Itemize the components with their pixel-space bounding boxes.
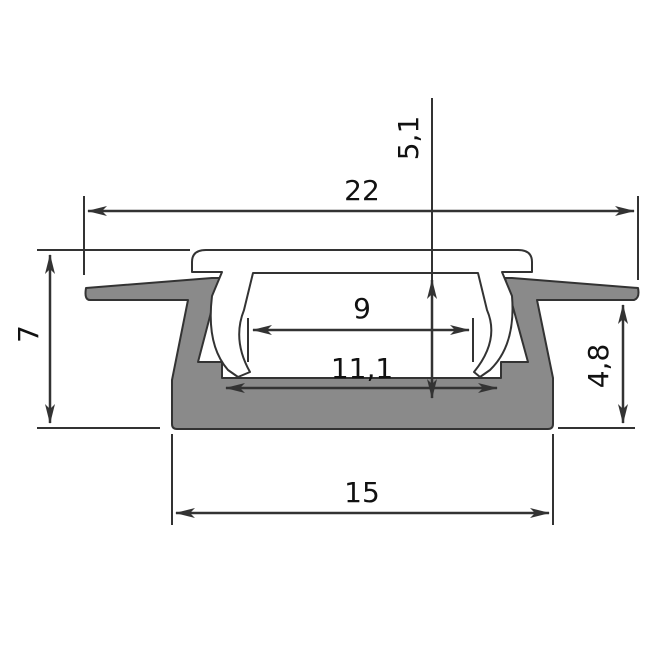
label-inner-width-bottom: 11,1 [331,352,393,385]
extension-lines [37,98,639,525]
label-base-width: 15 [344,476,380,509]
label-body-height: 4,8 [582,344,615,389]
label-inner-width-top: 9 [353,292,371,325]
diffuser-cover [191,249,533,378]
label-diffuser-height: 5,1 [392,116,425,161]
label-overall-width: 22 [344,174,380,207]
label-overall-height: 7 [12,325,45,343]
aluminium-profile [84,277,640,430]
